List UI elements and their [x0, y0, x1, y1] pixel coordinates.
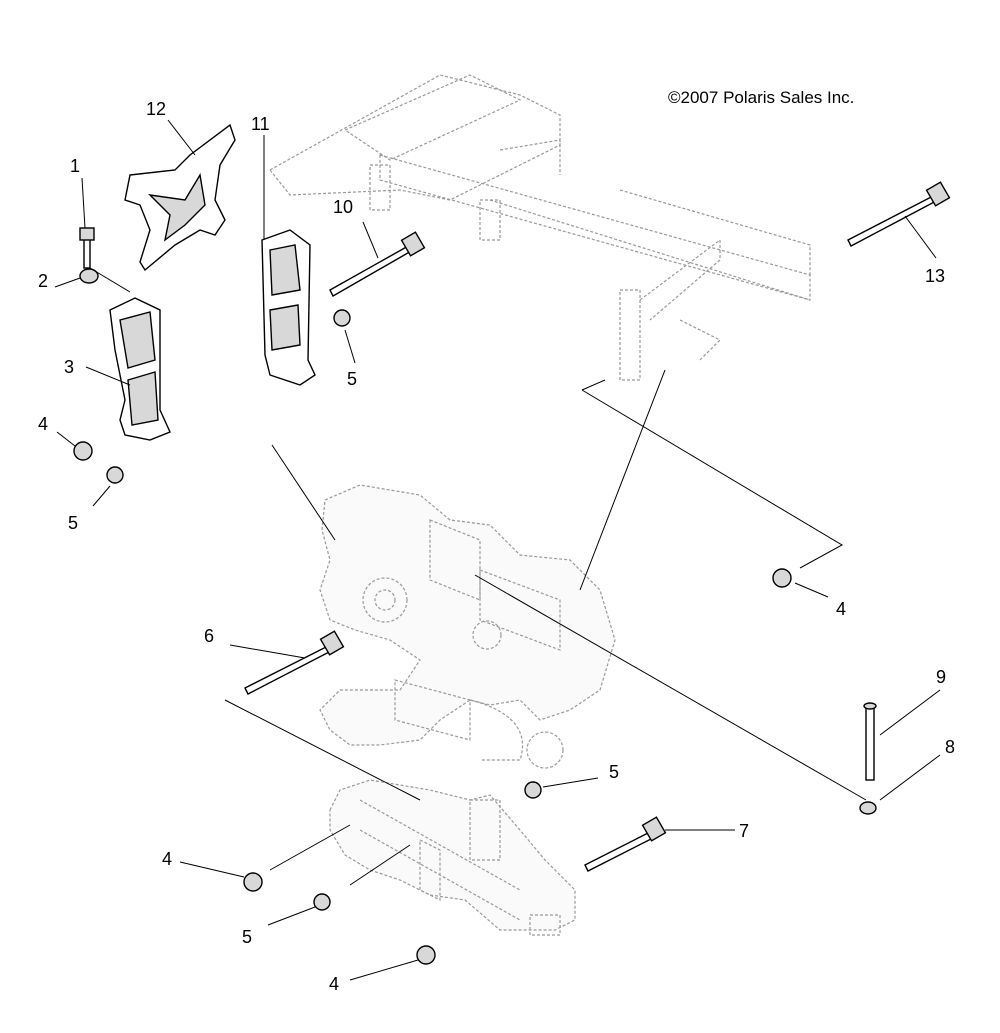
callout-6: 6 — [204, 626, 214, 646]
part-12-bracket-plate — [124, 123, 236, 272]
callout-5: 5 — [68, 513, 78, 533]
part-4-nut — [73, 441, 792, 965]
part-2-nut — [79, 268, 99, 284]
engine-assembly — [319, 484, 616, 769]
callout-11: 11 — [251, 114, 270, 134]
callout-12: 12 — [146, 99, 166, 119]
callout-9: 9 — [936, 667, 946, 687]
copyright-text: ©2007 Polaris Sales Inc. — [668, 88, 854, 107]
callout-3: 3 — [64, 357, 74, 377]
part-11-mount-bracket — [261, 229, 316, 386]
callout-2: 2 — [38, 271, 48, 291]
leader-lines — [54, 119, 941, 981]
part-3-mount-bracket — [109, 297, 171, 441]
part-6-bolt — [244, 630, 345, 695]
part-1-bolt — [79, 227, 95, 269]
callout-4: 4 — [836, 599, 846, 619]
callout-5: 5 — [609, 762, 619, 782]
part-10-bolt — [329, 231, 426, 297]
callout-5: 5 — [347, 369, 357, 389]
frame-assembly — [269, 74, 811, 381]
part-13-bolt — [847, 181, 951, 247]
callout-8: 8 — [945, 737, 955, 757]
part-5-screw — [106, 309, 542, 911]
callout-5: 5 — [242, 927, 252, 947]
callout-4: 4 — [162, 849, 172, 869]
rear-frame-assembly — [329, 779, 576, 936]
part-9-pin — [863, 702, 877, 781]
callout-10: 10 — [333, 197, 353, 217]
callout-7: 7 — [739, 821, 749, 841]
callout-4: 4 — [38, 414, 48, 434]
callout-4: 4 — [329, 974, 339, 994]
callout-1: 1 — [70, 156, 80, 176]
part-8-clip — [859, 801, 877, 815]
callout-13: 13 — [925, 266, 945, 286]
part-7-bolt — [584, 816, 667, 872]
